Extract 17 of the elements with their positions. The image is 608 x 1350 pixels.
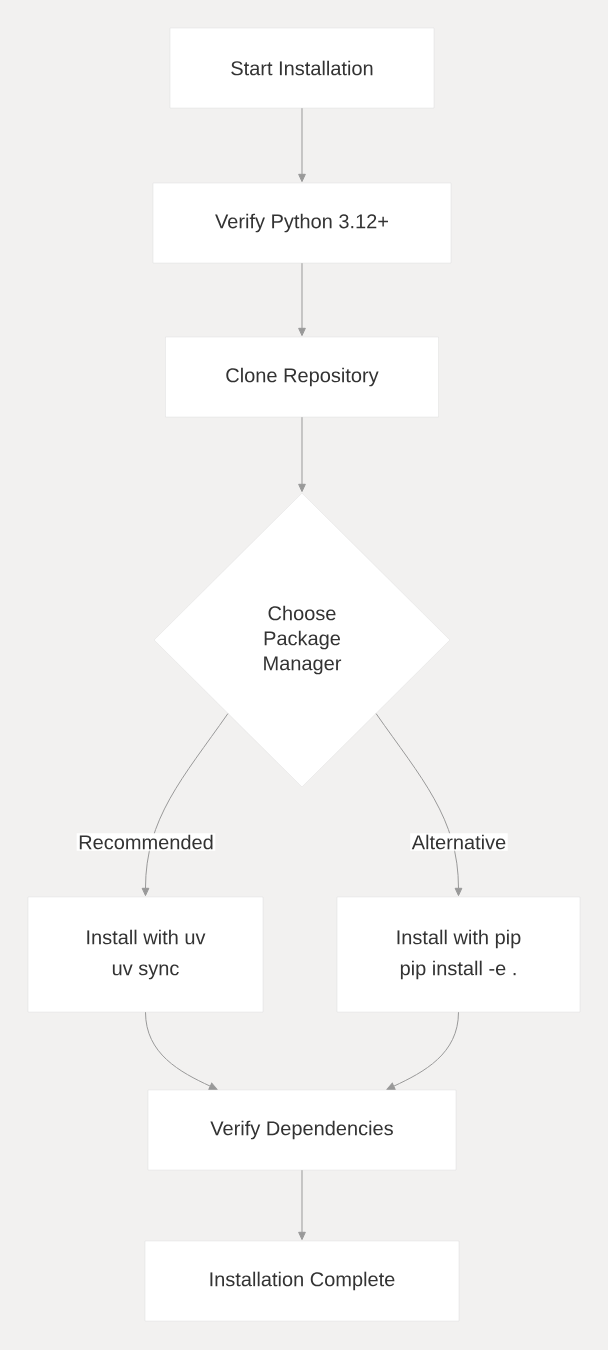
arrow <box>298 107 306 183</box>
edge-label: Recommended <box>76 833 216 851</box>
process-box: Start Installation <box>169 27 435 109</box>
arrow <box>298 262 306 337</box>
arrow <box>386 1011 459 1090</box>
arrow <box>375 713 463 897</box>
process-box: Verify Dependencies <box>147 1089 457 1171</box>
process-box: Install with pip pip install -e . <box>336 896 581 1013</box>
edge-label: Alternative <box>410 833 508 851</box>
process-box: Install with uv uv sync <box>27 896 264 1013</box>
arrow <box>145 1011 218 1090</box>
arrow <box>298 1169 306 1241</box>
arrow <box>298 416 306 493</box>
process-box: Installation Complete <box>144 1240 460 1322</box>
process-box: Verify Python 3.12+ <box>152 182 452 264</box>
arrow <box>141 713 229 897</box>
process-box: Clone Repository <box>165 336 439 418</box>
